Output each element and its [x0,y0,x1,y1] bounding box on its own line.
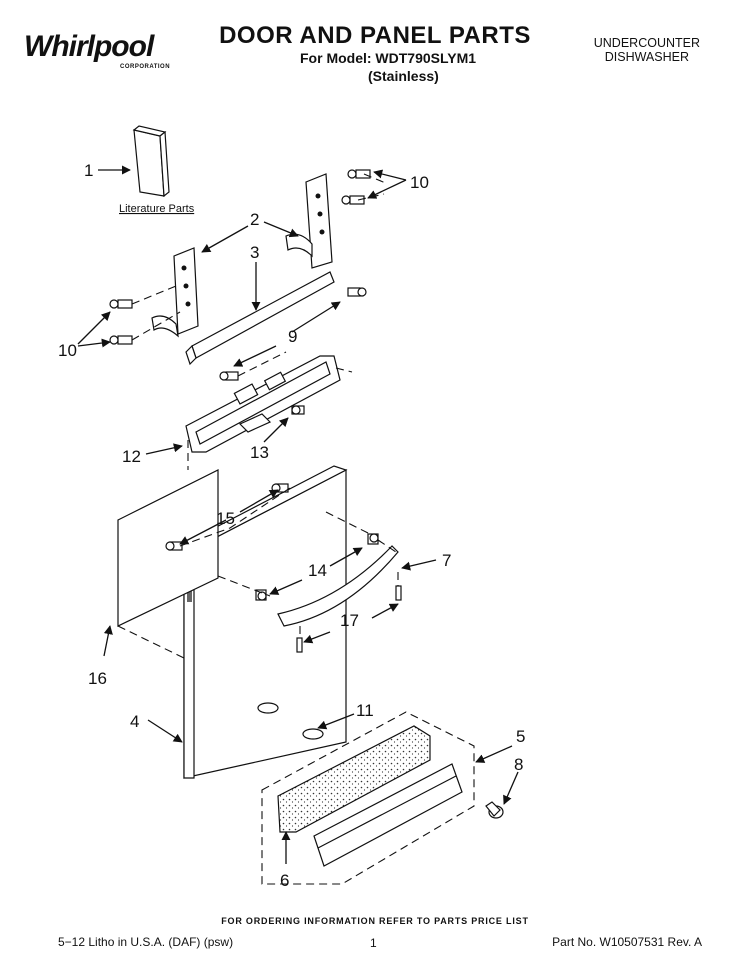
toe-panel-group-outline [261,711,475,885]
literature-parts-label: Literature Parts [119,203,195,215]
callout-8: 8 [514,755,523,774]
callout-3: 3 [250,243,259,262]
page-number: 1 [370,936,377,950]
callout-leaders [77,165,519,864]
callout-1: 1 [84,161,93,180]
callout-9: 9 [288,327,297,346]
literature-parts-book [132,125,170,198]
door-strip [185,271,335,366]
part-number: Part No. W10507531 Rev. A [552,935,702,949]
callout-11: 11 [356,701,374,720]
door-screw [165,541,183,551]
handle-screw [367,533,379,545]
callout-6: 6 [280,871,289,890]
brand-subtitle: CORPORATION [120,64,171,70]
callout-2: 2 [250,210,259,229]
callout-17: 17 [340,611,359,630]
appliance-line-2: DISHWASHER [604,50,689,64]
console-screw [291,405,305,415]
model-line: For Model: WDT790SLYM1 [300,50,477,66]
whirlpool-logo: Whirlpool CORPORATION [22,24,172,74]
callout-12: 12 [122,447,141,466]
ordering-note: FOR ORDERING INFORMATION REFER TO PARTS … [221,916,529,926]
page-title: DOOR AND PANEL PARTS [219,22,531,49]
hinge-screw [109,335,133,345]
handle-stud [296,637,303,653]
hinge-screw [347,169,371,179]
right-hinge-bracket [285,173,333,269]
handle-screw [255,589,267,601]
callout-10-left: 10 [58,341,77,360]
callout-4: 4 [130,712,139,731]
appliance-line-1: UNDERCOUNTER [593,36,700,50]
callout-14: 14 [308,561,327,580]
hinge-screw [341,195,365,205]
handle-stud [395,585,402,601]
callout-15: 15 [216,509,235,528]
control-console-assembly [185,355,341,453]
callout-16: 16 [88,669,107,688]
door-handle [277,545,399,627]
callout-10-right: 10 [410,173,429,192]
left-hinge-bracket [151,247,199,338]
toe-panel [313,763,463,867]
appliance-type: UNDERCOUNTER DISHWASHER [594,36,700,64]
strip-screw [219,371,239,381]
callout-13: 13 [250,443,269,462]
hinge-screw [109,299,133,309]
callout-7: 7 [442,551,451,570]
litho-info: 5−12 Litho in U.S.A. (DAF) (psw) [58,935,234,949]
callout-5: 5 [516,727,525,746]
brand-wordmark: Whirlpool [24,30,154,63]
strip-screw [347,287,367,297]
model-variant: (Stainless) [368,68,439,84]
toe-panel-screw [485,801,504,819]
toe-panel-insulation [277,725,431,833]
